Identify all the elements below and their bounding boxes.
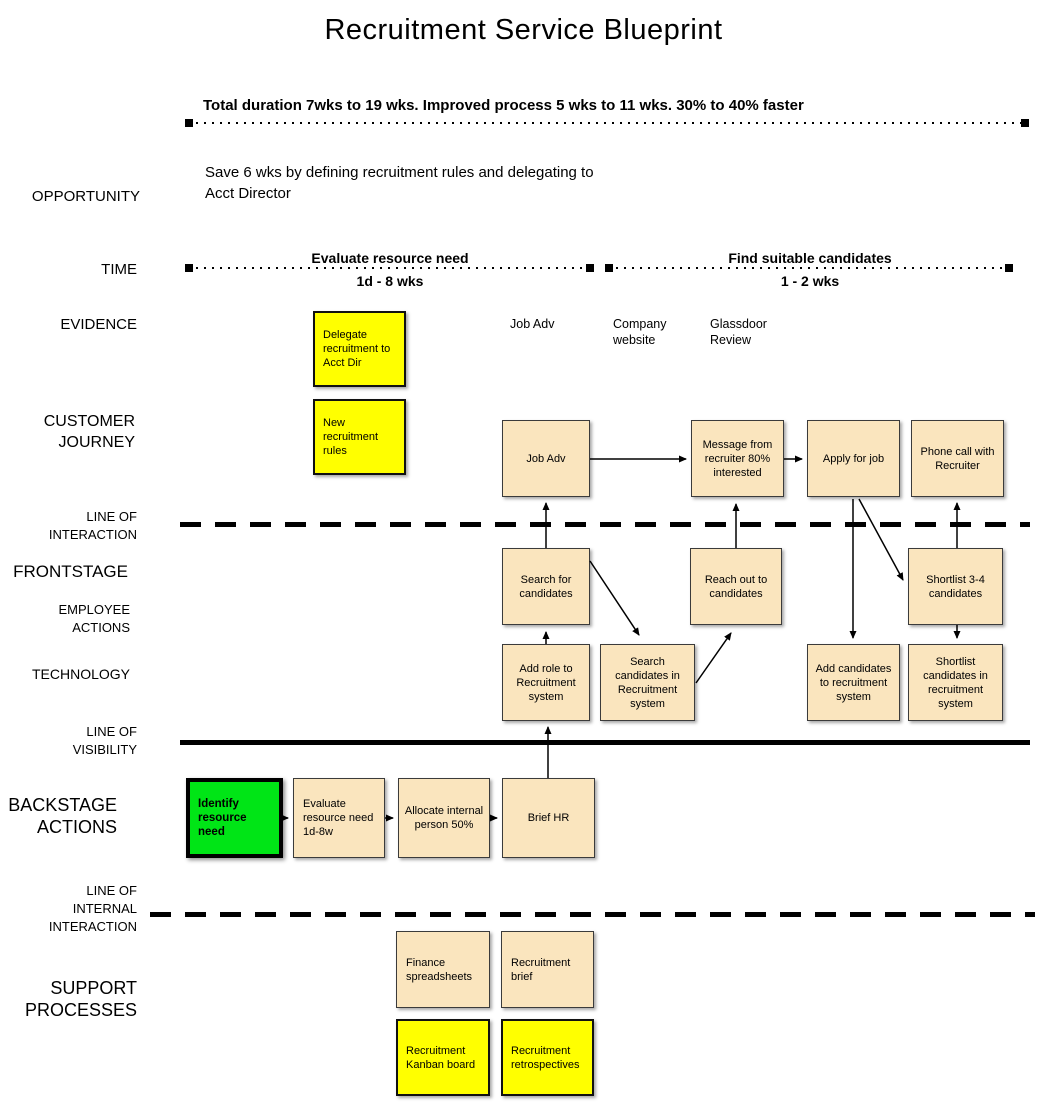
frontstage-box-search-for-candidates[interactable]: Search for candidates <box>502 548 590 625</box>
frontstage-box-reach-out-to-candidates[interactable]: Reach out to candidates <box>690 548 782 625</box>
time-segment-1-title: Evaluate resource need <box>311 250 469 266</box>
timeline-endpoint <box>1021 119 1029 127</box>
lane-label-technology: TECHNOLOGY <box>31 666 130 682</box>
time-segment-2-title: Find suitable candidates <box>728 250 892 266</box>
time-segment-2-duration: 1 - 2 wks <box>780 273 840 289</box>
lane-label-customer-journey: CUSTOMER JOURNEY <box>43 413 135 451</box>
evidence-job-adv: Job Adv <box>510 317 555 331</box>
lane-label-support-processes: SUPPORT PROCESSES <box>24 978 137 1020</box>
summary-text: Total duration 7wks to 19 wks. Improved … <box>203 97 804 114</box>
backstage-box-evaluate-resource-need[interactable]: Evaluate resource need 1d-8w <box>293 778 385 858</box>
backstage-box-brief-hr[interactable]: Brief HR <box>502 778 595 858</box>
time-segment-1-line <box>188 267 593 269</box>
opportunity-note: Save 6 wks by defining recruitment rules… <box>205 164 594 202</box>
lane-label-line-of-internal-interaction: LINE OF INTERNAL INTERACTION <box>48 883 137 934</box>
sticky-recruitment-retrospectives[interactable]: Recruitment retrospectives <box>501 1019 594 1096</box>
time-segment-1-duration: 1d - 8 wks <box>356 273 424 289</box>
support-box-finance-spreadsheets[interactable]: Finance spreadsheets <box>396 931 490 1008</box>
line-of-interaction <box>180 522 1030 527</box>
backstage-box-allocate-internal-person[interactable]: Allocate internal person 50% <box>398 778 490 858</box>
lane-label-employee-actions: EMPLOYEE ACTIONS <box>58 602 130 635</box>
frontstage-box-shortlist-candidates[interactable]: Shortlist 3-4 candidates <box>908 548 1003 625</box>
journey-box-message-from-recruiter[interactable]: Message from recruiter 80% interested <box>691 420 784 497</box>
time-endpoint <box>586 264 594 272</box>
backstage-box-identify-resource-need[interactable]: Identify resource need <box>186 778 283 858</box>
lane-label-line-of-interaction: LINE OF INTERACTION <box>48 509 137 542</box>
lane-label-evidence: EVIDENCE <box>60 316 137 333</box>
time-segment-2-line <box>608 267 1012 269</box>
time-endpoint <box>185 264 193 272</box>
lane-label-frontstage: FRONTSTAGE <box>13 562 128 581</box>
sticky-recruitment-kanban-board[interactable]: Recruitment Kanban board <box>396 1019 490 1096</box>
journey-box-job-adv[interactable]: Job Adv <box>502 420 590 497</box>
evidence-glassdoor-review: Glassdoor Review <box>710 317 767 347</box>
time-endpoint <box>605 264 613 272</box>
page-title: Recruitment Service Blueprint <box>324 14 723 46</box>
sticky-delegate-recruitment[interactable]: Delegate recruitment to Acct Dir <box>313 311 406 387</box>
technology-box-search-candidates[interactable]: Search candidates in Recruitment system <box>600 644 695 721</box>
evidence-company-website: Company website <box>613 317 667 347</box>
line-of-visibility <box>180 740 1030 745</box>
summary-timeline <box>188 122 1027 124</box>
technology-box-add-candidates[interactable]: Add candidates to recruitment system <box>807 644 900 721</box>
lane-label-time: TIME <box>101 261 137 278</box>
technology-box-add-role[interactable]: Add role to Recruitment system <box>502 644 590 721</box>
sticky-new-recruitment-rules[interactable]: New recruitment rules <box>313 399 406 475</box>
lane-label-opportunity: OPPORTUNITY <box>31 188 140 205</box>
line-of-internal-interaction <box>150 912 1035 917</box>
journey-box-apply-for-job[interactable]: Apply for job <box>807 420 900 497</box>
time-endpoint <box>1005 264 1013 272</box>
technology-box-shortlist-candidates-system[interactable]: Shortlist candidates in recruitment syst… <box>908 644 1003 721</box>
timeline-endpoint <box>185 119 193 127</box>
support-box-recruitment-brief[interactable]: Recruitment brief <box>501 931 594 1008</box>
lane-label-line-of-visibility: LINE OF VISIBILITY <box>72 724 137 757</box>
lane-label-backstage-actions: BACKSTAGE ACTIONS <box>8 795 117 837</box>
journey-box-phone-call-with-recruiter[interactable]: Phone call with Recruiter <box>911 420 1004 497</box>
